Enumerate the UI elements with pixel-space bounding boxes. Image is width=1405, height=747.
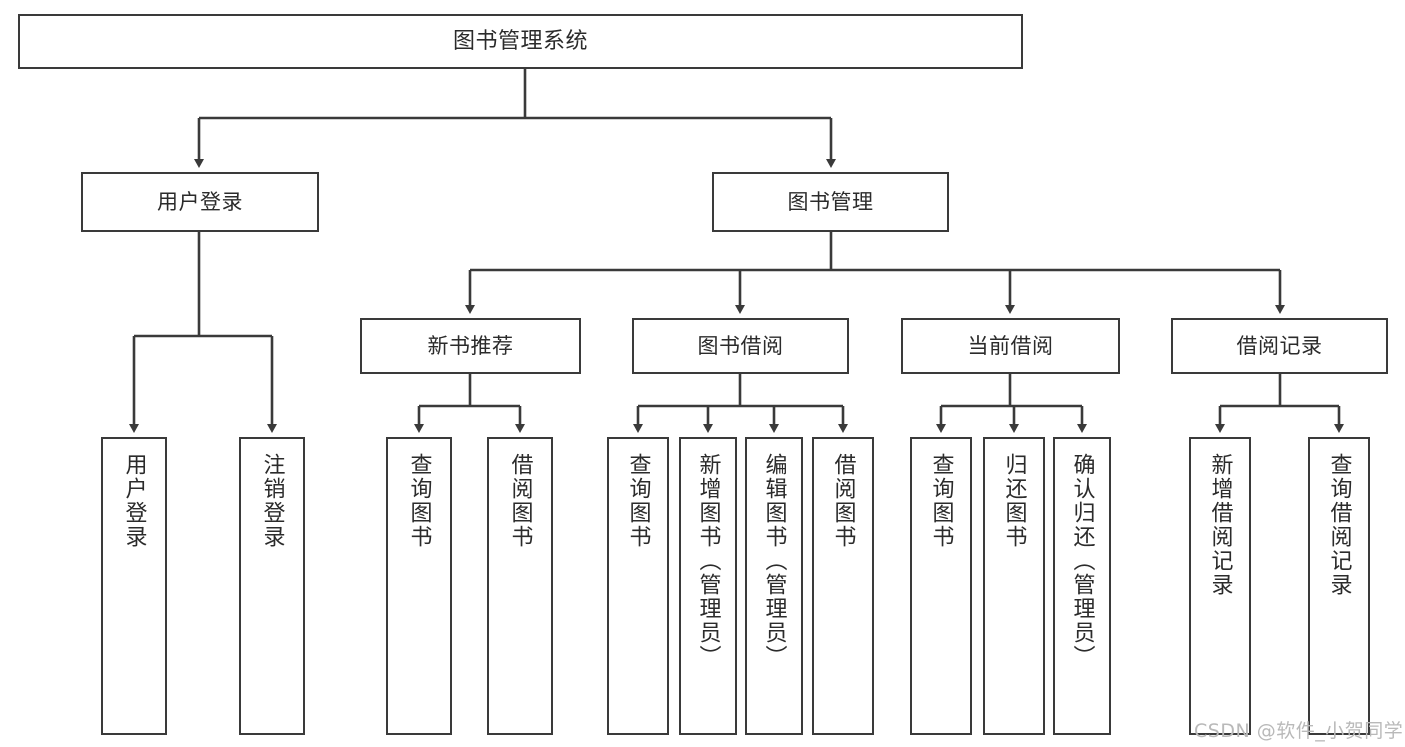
node-new-book-recommendation-label: 新书推荐: [427, 333, 514, 358]
node-book-borrowing[interactable]: 图书借阅: [632, 318, 849, 374]
leaf-node[interactable]: 归还图书: [983, 437, 1045, 735]
leaf-node-label: 编辑图书（管理员）: [761, 453, 787, 669]
leaf-node[interactable]: 查询图书: [386, 437, 452, 735]
leaf-node-label: 确认归还（管理员）: [1069, 453, 1095, 669]
leaf-node-label: 查询借阅记录: [1326, 453, 1352, 597]
leaf-node[interactable]: 新增图书（管理员）: [679, 437, 737, 735]
leaf-node-label: 借阅图书: [830, 453, 856, 549]
leaf-node[interactable]: 确认归还（管理员）: [1053, 437, 1111, 735]
node-user-login-label: 用户登录: [157, 189, 243, 214]
node-book-management[interactable]: 图书管理: [712, 172, 949, 232]
leaf-node[interactable]: 查询借阅记录: [1308, 437, 1370, 735]
leaf-node[interactable]: 查询图书: [910, 437, 972, 735]
node-current-borrowing[interactable]: 当前借阅: [901, 318, 1120, 374]
leaf-node-label: 查询图书: [406, 453, 432, 549]
csdn-watermark: CSDN @软件_小贺同学: [1194, 720, 1404, 742]
node-root[interactable]: 图书管理系统: [18, 14, 1023, 69]
leaf-node[interactable]: 用户登录: [101, 437, 167, 735]
leaf-node-label: 用户登录: [121, 453, 147, 549]
node-new-book-recommendation[interactable]: 新书推荐: [360, 318, 581, 374]
leaf-node[interactable]: 借阅图书: [812, 437, 874, 735]
leaf-node-label: 新增图书（管理员）: [695, 453, 721, 669]
leaf-node-label: 新增借阅记录: [1207, 453, 1233, 597]
leaf-node-label: 注销登录: [259, 453, 285, 549]
leaf-node[interactable]: 编辑图书（管理员）: [745, 437, 803, 735]
leaf-node-label: 查询图书: [928, 453, 954, 549]
node-borrowing-record[interactable]: 借阅记录: [1171, 318, 1388, 374]
leaf-node[interactable]: 查询图书: [607, 437, 669, 735]
leaf-node[interactable]: 注销登录: [239, 437, 305, 735]
node-root-label: 图书管理系统: [452, 28, 588, 54]
leaf-node-label: 归还图书: [1001, 453, 1027, 549]
leaf-node-label: 借阅图书: [507, 453, 533, 549]
node-book-borrowing-label: 图书借阅: [697, 333, 784, 358]
leaf-node[interactable]: 借阅图书: [487, 437, 553, 735]
node-borrowing-record-label: 借阅记录: [1236, 333, 1323, 358]
node-current-borrowing-label: 当前借阅: [967, 333, 1054, 358]
leaf-node[interactable]: 新增借阅记录: [1189, 437, 1251, 735]
node-book-management-label: 图书管理: [787, 189, 874, 214]
leaf-node-label: 查询图书: [625, 453, 651, 549]
node-user-login[interactable]: 用户登录: [81, 172, 319, 232]
